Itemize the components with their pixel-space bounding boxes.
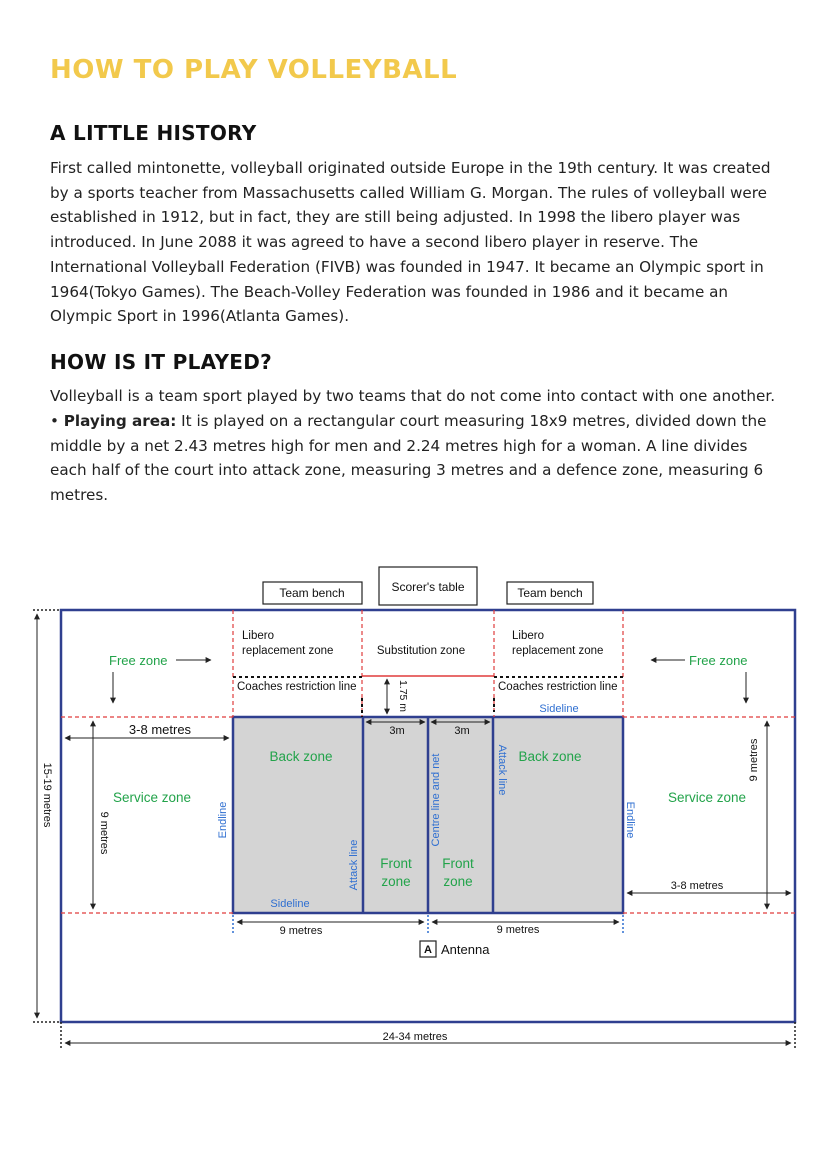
scorers-table-label: Scorer's table — [392, 580, 465, 594]
playing-area-text: It is played on a rectangular court meas… — [50, 412, 767, 505]
dim-3-8-right-label: 3-8 metres — [671, 880, 724, 892]
height-175-label: 1.75 m — [397, 680, 409, 712]
dim-3m-right-label: 3m — [454, 725, 469, 737]
team-bench-left-box — [262, 581, 363, 605]
dim-15-19-ticks — [33, 609, 61, 1023]
coaches-restriction-lines — [233, 676, 623, 717]
history-paragraph: First called mintonette, volleyball orig… — [50, 159, 771, 326]
endline-left-label: Endline — [217, 802, 229, 839]
endline-right-label: Endline — [624, 802, 636, 839]
playing-area-paragraph: • Playing area: It is played on a rectan… — [50, 409, 785, 508]
dim-9-vertical-left-label: 9 metres — [98, 812, 110, 855]
antenna-symbol-box — [419, 940, 437, 958]
service-zone-left-label: Service zone — [113, 790, 191, 805]
team-bench-right-box — [506, 581, 594, 605]
back-zone-right-label: Back zone — [518, 749, 581, 764]
free-zone-border — [59, 608, 797, 1024]
attack-line-left-label: Attack line — [348, 840, 360, 891]
dashed-extension-lines — [61, 610, 795, 914]
dim-9-bottom-left-label: 9 metres — [280, 925, 323, 937]
sideline-top-label: Sideline — [539, 703, 578, 715]
dim-24-34-ticks — [60, 1022, 796, 1048]
page-title: HOW TO PLAY VOLLEYBALL — [50, 55, 458, 85]
front-zone-left-line-2: zone — [381, 874, 410, 889]
dim-15-19-label: 15-19 metres — [41, 763, 53, 828]
team-bench-right-label: Team bench — [517, 586, 582, 600]
antenna-symbol: A — [424, 944, 432, 956]
front-zone-left-line-1: Front — [380, 856, 412, 871]
playing-area-label: Playing area: — [63, 412, 177, 430]
dim-3m-left-label: 3m — [389, 725, 404, 737]
scorers-table-box — [378, 566, 478, 606]
dim-24-34-label: 24-34 metres — [383, 1031, 448, 1043]
coaches-line-right-label: Coaches restriction line — [498, 681, 618, 693]
libero-left-line-2: replacement zone — [242, 645, 333, 657]
libero-right-line-1: Libero — [512, 630, 544, 642]
substitution-zone-label: Substitution zone — [377, 645, 465, 657]
played-intro: Volleyball is a team sport played by two… — [50, 387, 776, 405]
free-zone-left-label: Free zone — [109, 653, 168, 668]
libero-right-line-2: replacement zone — [512, 645, 603, 657]
back-zone-left-label: Back zone — [269, 749, 332, 764]
volleyball-court-diagram: Team bench Scorer's table Team bench — [33, 566, 797, 1048]
history-heading: A LITTLE HISTORY — [50, 121, 257, 145]
free-zone-right-label: Free zone — [689, 653, 748, 668]
team-bench-left-label: Team bench — [279, 586, 344, 600]
antenna-label: Antenna — [441, 942, 490, 957]
libero-left-line-1: Libero — [242, 630, 274, 642]
front-zone-right-line-2: zone — [443, 874, 472, 889]
dim-9-bottom-right-label: 9 metres — [497, 924, 540, 936]
dim-9-vertical-right-label: 9 metres — [748, 738, 760, 781]
sideline-bottom-label: Sideline — [270, 898, 309, 910]
attack-line-right-label: Attack line — [496, 745, 508, 796]
dim-3-8-left-label: 3-8 metres — [129, 722, 192, 737]
front-zone-right-line-1: Front — [442, 856, 474, 871]
bullet: • — [50, 412, 59, 430]
played-heading: HOW IS IT PLAYED? — [50, 350, 273, 374]
centre-line-label: Centre line and net — [430, 754, 442, 847]
bottom-dim-ticks — [232, 915, 624, 935]
coaches-line-left-label: Coaches restriction line — [237, 681, 357, 693]
service-zone-right-label: Service zone — [668, 790, 746, 805]
